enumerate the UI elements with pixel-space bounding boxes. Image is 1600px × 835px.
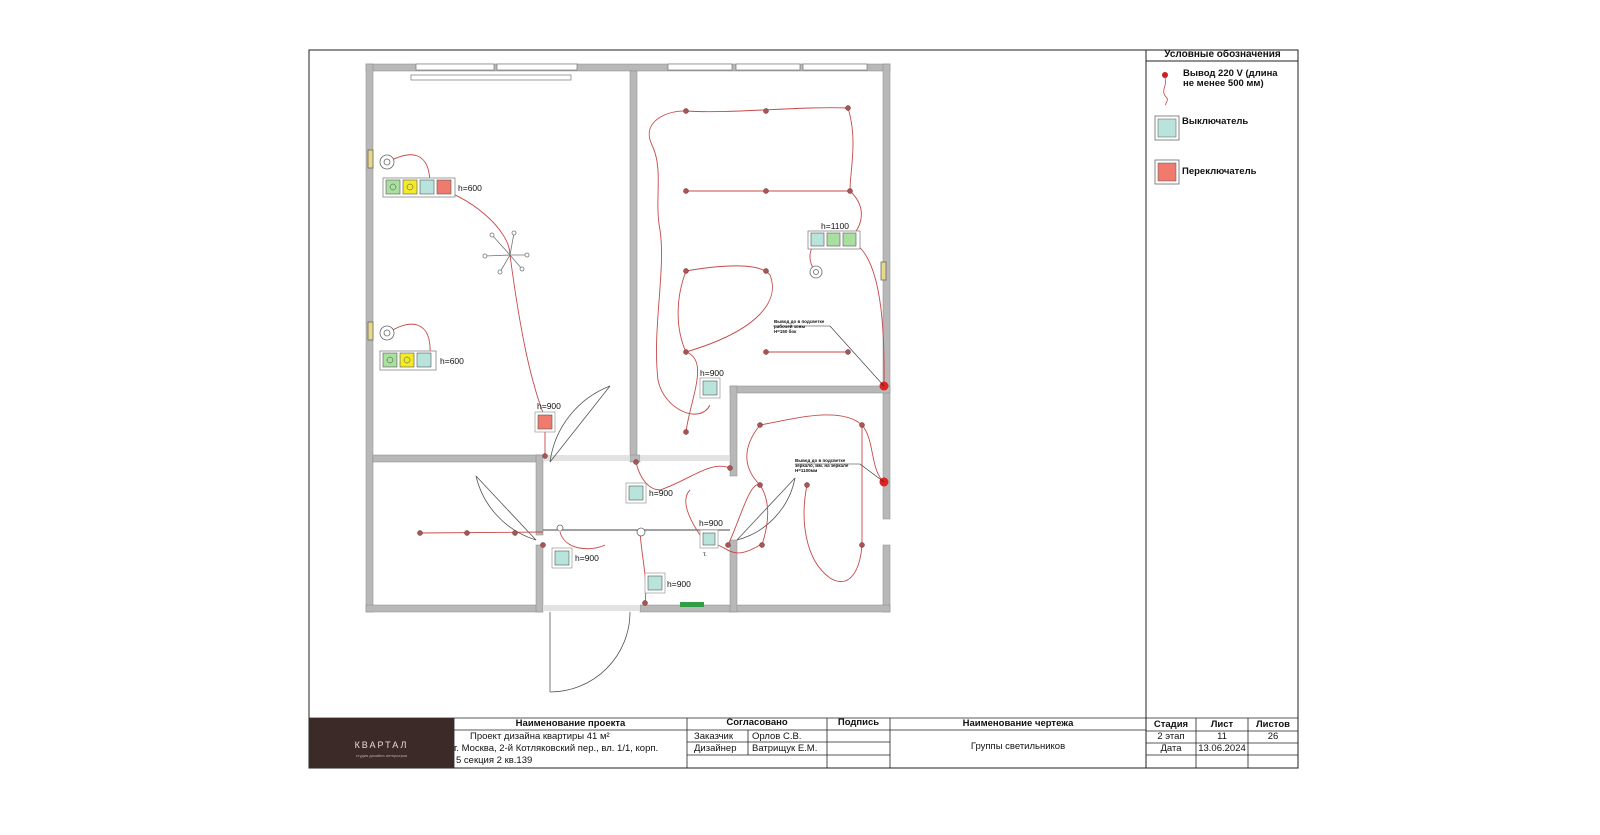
door-swings — [475, 385, 796, 693]
note-mirror: Вывод до в подсветке зеркало, мм. на зер… — [795, 458, 849, 473]
logo-subtitle: студия дизайна интерьеров — [355, 753, 408, 758]
logo-text: КВАРТАЛ — [354, 740, 409, 750]
legend-switch-label: Выключатель — [1182, 116, 1249, 127]
height-label: h=900 — [649, 488, 673, 498]
chandelier-icon — [482, 230, 530, 275]
sheets-value: 26 — [1267, 731, 1279, 742]
legend-symbols — [1154, 72, 1180, 185]
name-customer: Орлов С.В. — [752, 731, 802, 742]
drawing-name-header: Наименование чертежа — [962, 718, 1074, 729]
name-designer: Ватрищук Е.М. — [752, 743, 818, 754]
height-label: h=900 — [575, 553, 599, 563]
legend-title: Условные обозначения — [1164, 49, 1281, 60]
legend-toggle-label: Переключатель — [1182, 166, 1257, 177]
height-label: h=900 — [700, 368, 724, 378]
company-logo: КВАРТАЛ студия дизайна интерьеров — [309, 718, 454, 768]
role-customer: Заказчик — [694, 731, 734, 742]
single-switches — [534, 377, 721, 594]
height-label: h=900 — [667, 579, 691, 589]
date-value: 13.06.2024 — [1198, 743, 1246, 754]
agreed-header: Согласовано — [726, 717, 788, 728]
role-designer: Дизайнер — [694, 743, 737, 754]
stage-header: Стадия — [1153, 719, 1189, 730]
small-mark: т. — [703, 552, 707, 558]
height-label: h=900 — [699, 518, 723, 528]
height-label: h=1100 — [821, 221, 849, 231]
note-work-zone: Вывод до в подсветке рабочей зоны H=150 … — [774, 319, 825, 334]
title-block-grid — [309, 717, 1298, 768]
height-label: h=600 — [458, 183, 482, 193]
project-line-3: 5 секция 2 кв.139 — [456, 755, 533, 766]
windows — [410, 63, 868, 81]
wall-sconce-icons — [367, 149, 887, 537]
sheet-header: Лист — [1210, 719, 1234, 730]
stage-value: 2 этап — [1157, 731, 1185, 742]
height-label: h=900 — [537, 401, 561, 411]
project-name-header: Наименование проекта — [515, 718, 626, 729]
sheet-value: 11 — [1217, 731, 1227, 742]
signature-header: Подпись — [837, 717, 880, 728]
project-line-1: Проект дизайна квартиры 41 м² — [470, 731, 610, 742]
date-label: Дата — [1160, 743, 1182, 754]
switch-socket-block-2 — [379, 350, 437, 371]
legend-outlet-label: Вывод 220 V (длина не менее 500 мм) — [1183, 68, 1278, 89]
project-line-2: г. Москва, 2-й Котляковский пер., вл. 1/… — [454, 743, 659, 754]
drawing-name: Группы светильников — [970, 741, 1066, 752]
height-label: h=600 — [440, 356, 464, 366]
sheet-frame — [308, 49, 1299, 769]
sheets-header: Листов — [1256, 719, 1290, 730]
switch-socket-block-3 — [807, 230, 861, 250]
switch-socket-block-1 — [382, 177, 456, 198]
